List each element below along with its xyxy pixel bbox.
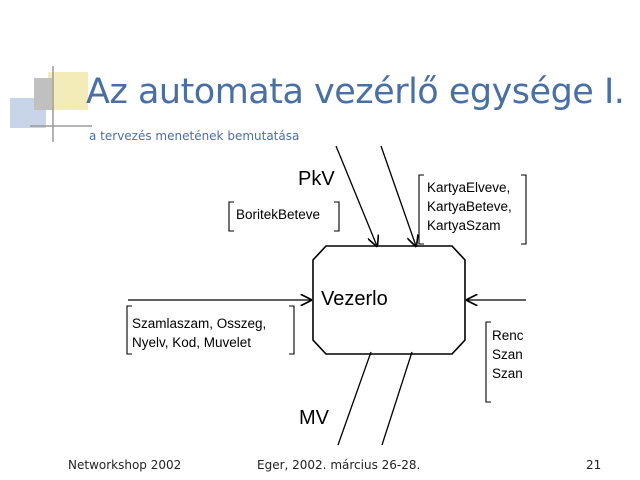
bracket-right-text-3: Szan <box>492 366 523 381</box>
pkv-label: PkV <box>298 168 335 190</box>
bracket-right-top-text-1: KartyaElveve, <box>427 180 511 195</box>
arrow-pkv-in <box>335 145 377 246</box>
bracket-left-close <box>289 305 295 355</box>
bracket-right-text-1: Renc <box>492 328 524 343</box>
footer-place-date: Eger, 2002. március 26-28. <box>257 458 421 472</box>
logo-yellow-square <box>48 72 88 110</box>
bracket-right-top-open <box>418 174 424 245</box>
page-number: 21 <box>586 458 602 472</box>
bracket-right-open <box>485 321 491 403</box>
logo-gray-square <box>34 78 52 110</box>
bracket-left-text-2: Nyelv, Kod, Muvelet <box>132 335 252 350</box>
bracket-left-top-open <box>228 201 234 232</box>
bracket-right-top-close <box>521 174 527 245</box>
slide-subtitle: a tervezés menetének bemutatása <box>89 129 300 143</box>
mv-label: MV <box>299 407 329 429</box>
controller-label: Vezerlo <box>321 288 388 310</box>
arrow-top-right-in <box>380 145 416 246</box>
bracket-right-top-text-2: KartyaBeteve, <box>427 199 512 214</box>
line-mv-out-2 <box>381 351 413 446</box>
bracket-left-text-1: Szamlaszam, Osszeg, <box>132 316 267 331</box>
bracket-left-open <box>126 305 132 355</box>
bracket-left-top-text-1: BoritekBeteve <box>236 207 321 222</box>
controller-box <box>312 245 466 355</box>
slide-title: Az automata vezérlő egysége I. <box>86 72 625 112</box>
bracket-right-text-2: Szan <box>492 347 523 362</box>
footer-event: Networkshop 2002 <box>68 458 182 472</box>
bracket-left-top-close <box>334 201 340 232</box>
slide-logo <box>10 66 92 142</box>
bracket-right-top-text-3: KartyaSzam <box>427 218 501 233</box>
line-mv-out-1 <box>337 351 372 446</box>
